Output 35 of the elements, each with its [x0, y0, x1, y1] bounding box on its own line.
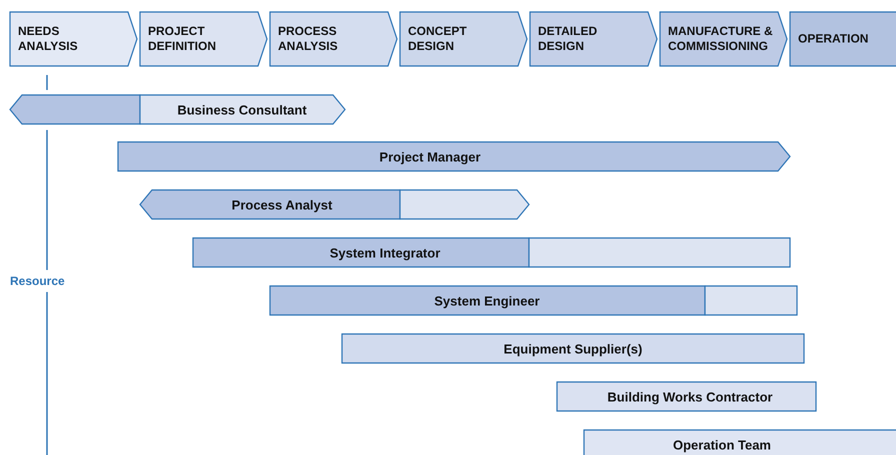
- resource-label: System Integrator: [330, 245, 440, 260]
- resource-label: System Engineer: [434, 293, 540, 308]
- phase-step: [270, 12, 397, 66]
- resource-bar: [557, 382, 816, 411]
- resource-bar: [342, 334, 804, 363]
- phase-label: NEEDS ANALYSIS: [18, 24, 79, 54]
- phase-label: PROJECT DEFINITION: [148, 24, 217, 54]
- phase-step: [530, 12, 657, 66]
- axis-label: Resource: [10, 274, 65, 288]
- resource-bar: [270, 286, 705, 315]
- phase-label: OPERATION: [798, 32, 870, 46]
- phase-label: DETAILED DESIGN: [538, 24, 598, 54]
- resource-bar: [584, 430, 896, 455]
- phase-label: CONCEPT DESIGN: [408, 24, 468, 54]
- resource-label: Operation Team: [673, 437, 771, 452]
- phase-step: [400, 12, 527, 66]
- resource-bar: [118, 142, 790, 171]
- resource-bar: [140, 190, 400, 219]
- phase-step: [790, 12, 896, 66]
- resource-label: Project Manager: [379, 149, 481, 164]
- resource-label: Business Consultant: [177, 102, 307, 117]
- phase-step: [10, 12, 137, 66]
- resource-bar: [705, 286, 797, 315]
- resource-label: Building Works Contractor: [607, 389, 773, 404]
- phase-step: [660, 12, 787, 66]
- resource-label: Process Analyst: [232, 197, 332, 212]
- resource-bar: [140, 95, 345, 124]
- resource-bar: [529, 238, 790, 267]
- phase-step: [140, 12, 267, 66]
- resource-label: Equipment Supplier(s): [504, 341, 642, 356]
- resource-bar: [400, 190, 529, 219]
- resource-bar: [193, 238, 529, 267]
- resource-bar: [10, 95, 140, 124]
- phase-label: MANUFACTURE & COMMISSIONING: [668, 24, 774, 54]
- phase-label: PROCESS ANALYSIS: [278, 24, 339, 54]
